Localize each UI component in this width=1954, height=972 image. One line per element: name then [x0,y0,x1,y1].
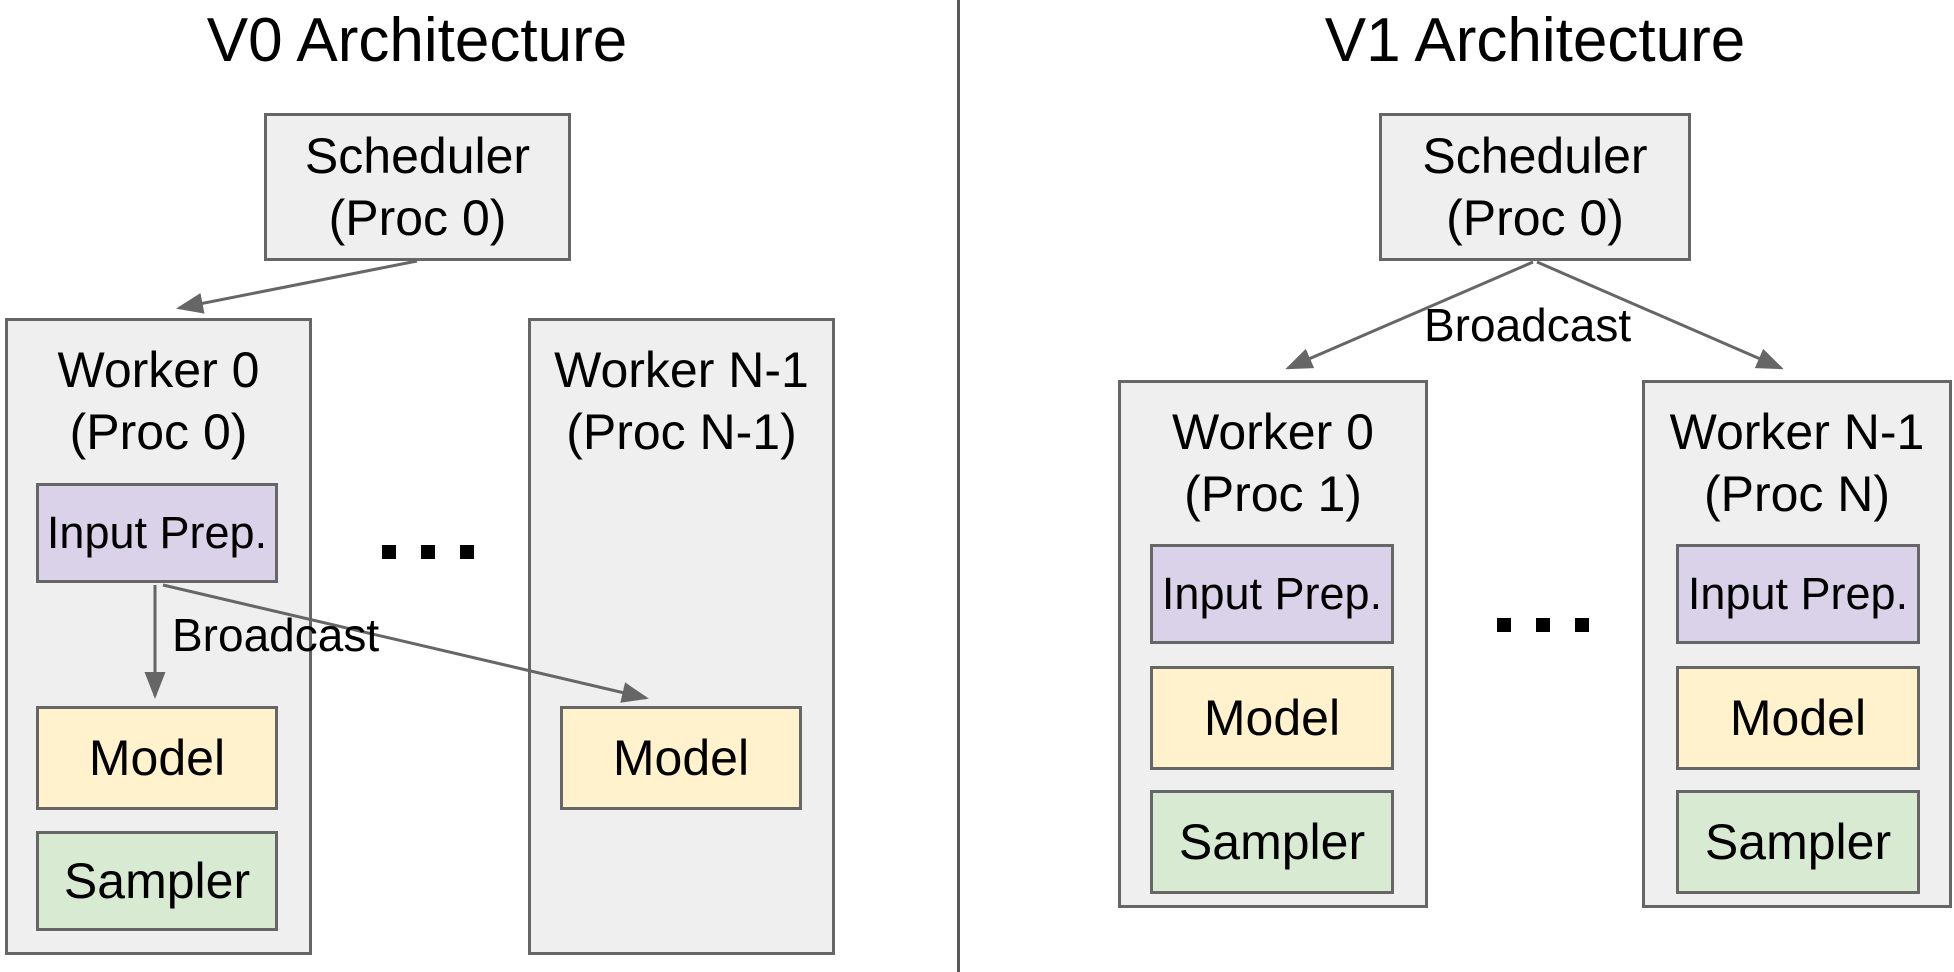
ellipsis-dot [1536,618,1550,632]
v0-workerN-box: Worker N-1 (Proc N-1) [528,318,835,955]
v1-worker0-model-label: Model [1203,690,1341,746]
v0-input-prep-label: Input Prep. [46,507,268,558]
v0-broadcast-label: Broadcast [172,609,380,661]
v1-scheduler-label-line2: (Proc 0) [1446,190,1624,246]
v1-worker0-model-box: Model [1150,666,1394,770]
arrow-v0-scheduler-to-worker0 [176,259,418,314]
v1-workerN-sampler-box: Sampler [1676,790,1920,894]
v0-ellipsis [382,545,474,559]
v1-workerN-label: Worker N-1 (Proc N) [1645,383,1949,525]
v0-workerN-label-line1: Worker N-1 [554,342,809,398]
v1-workerN-label-line2: (Proc N) [1703,466,1891,522]
v0-scheduler-label-line2: (Proc 0) [328,190,507,246]
v1-workerN-label-line1: Worker N-1 [1669,404,1925,460]
ellipsis-dot [460,545,474,559]
v1-worker0-label-line2: (Proc 1) [1184,466,1362,522]
v0-worker0-label-line1: Worker 0 [57,342,260,398]
v0-worker0-label: Worker 0 (Proc 0) [8,321,309,463]
v1-workerN-input-prep-box: Input Prep. [1676,544,1920,644]
v1-worker0-input-prep-box: Input Prep. [1150,544,1394,644]
v1-scheduler-label-line1: Scheduler [1422,128,1648,184]
v0-worker0-label-line2: (Proc 0) [69,404,248,460]
ellipsis-dot [421,545,435,559]
panel-divider [957,0,960,972]
v1-worker0-label-line1: Worker 0 [1172,404,1374,460]
v0-scheduler-label-line1: Scheduler [304,128,531,184]
v0-scheduler-box: Scheduler (Proc 0) [264,113,571,261]
v1-workerN-model-box: Model [1676,666,1920,770]
ellipsis-dot [382,545,396,559]
v0-workerN-model-box: Model [560,706,802,810]
v1-workerN-input-prep-label: Input Prep. [1687,568,1909,619]
v0-panel-title: V0 Architecture [206,6,628,75]
v1-worker0-input-prep-label: Input Prep. [1161,568,1383,619]
v0-worker0-sampler-label: Sampler [63,853,251,909]
v1-scheduler-box: Scheduler (Proc 0) [1379,113,1691,261]
ellipsis-dot [1575,618,1589,632]
v0-workerN-model-label: Model [612,730,750,786]
v1-worker0-label: Worker 0 (Proc 1) [1121,383,1425,525]
v0-input-prep-box: Input Prep. [36,483,278,583]
v1-worker0-sampler-label: Sampler [1178,814,1366,870]
v1-ellipsis [1497,618,1589,632]
v0-workerN-label-line2: (Proc N-1) [566,404,797,460]
v1-worker0-sampler-box: Sampler [1150,790,1394,894]
v0-workerN-label: Worker N-1 (Proc N-1) [531,321,832,463]
v0-worker0-sampler-box: Sampler [36,831,278,931]
v1-broadcast-label: Broadcast [1424,299,1632,351]
v0-worker0-model-label: Model [88,730,226,786]
v1-panel-title: V1 Architecture [1324,6,1746,75]
ellipsis-dot [1497,618,1511,632]
v1-workerN-model-label: Model [1729,690,1867,746]
v0-worker0-model-box: Model [36,706,278,810]
v1-workerN-sampler-label: Sampler [1704,814,1892,870]
